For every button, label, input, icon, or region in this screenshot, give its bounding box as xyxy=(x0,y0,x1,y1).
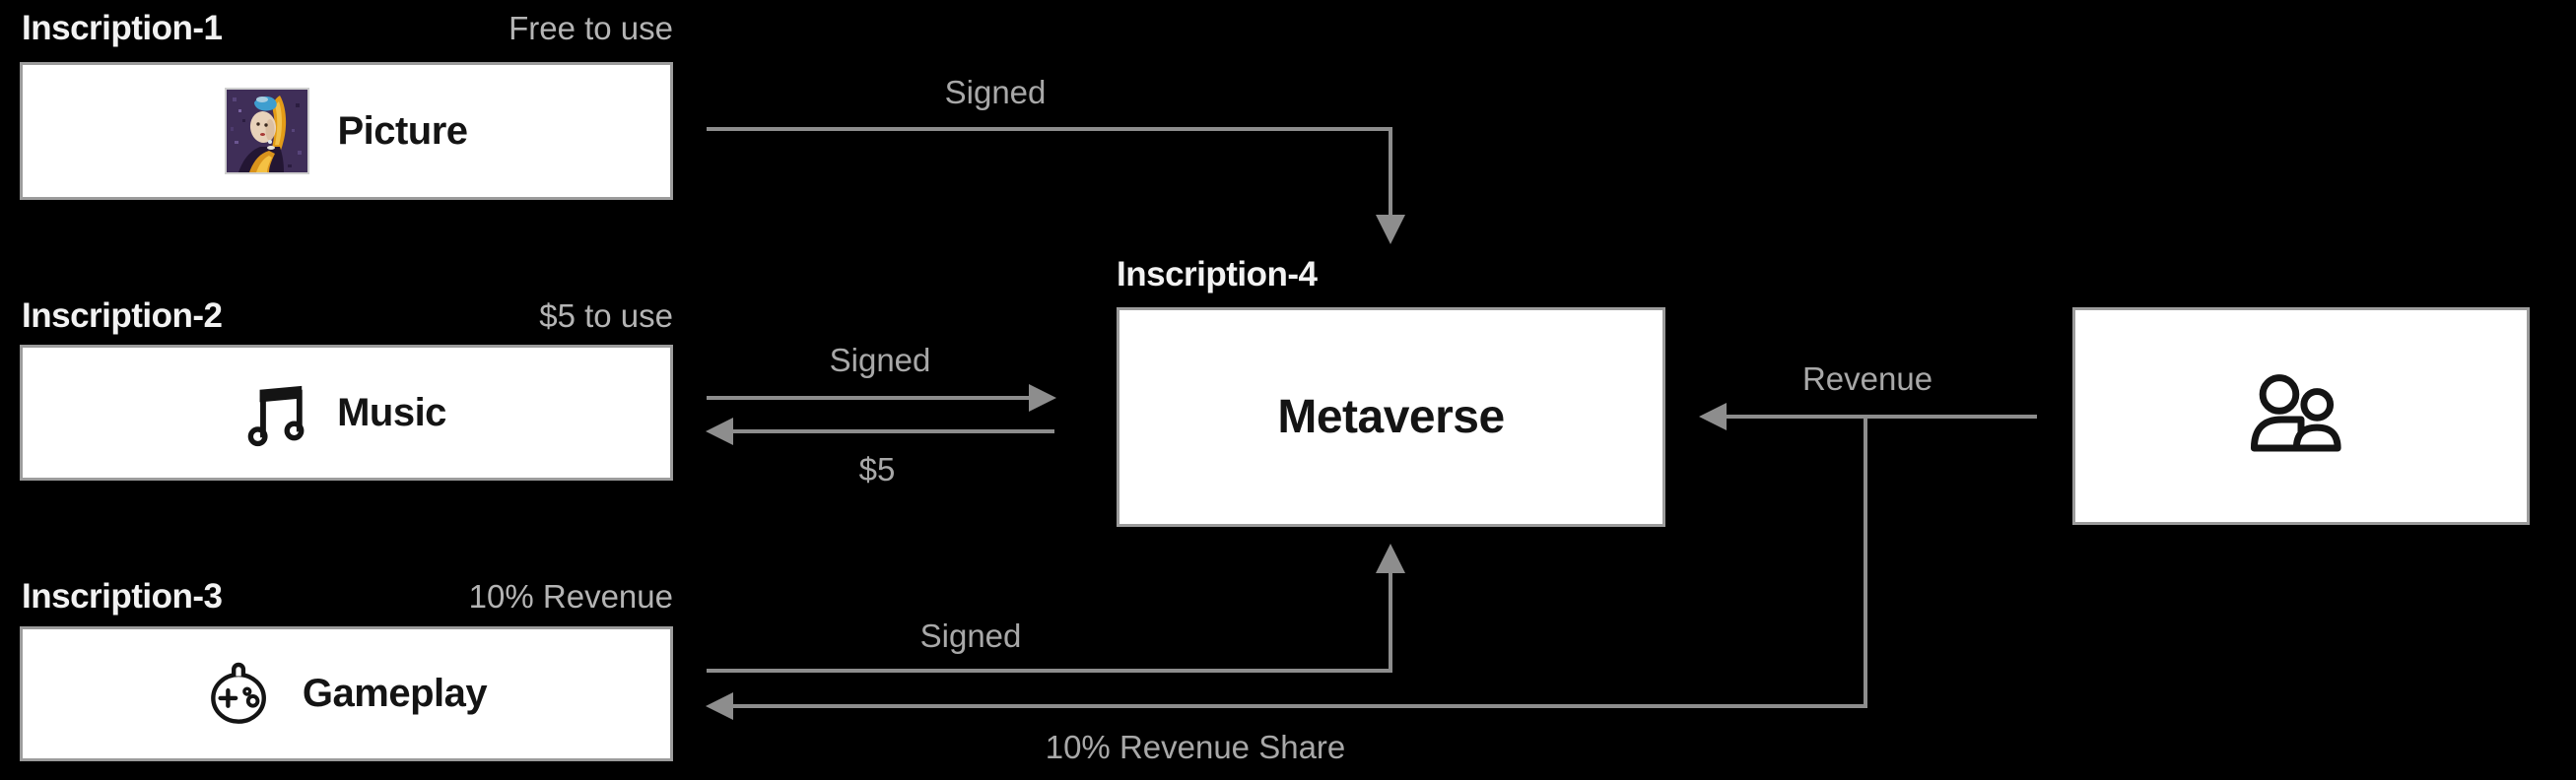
node-gameplay: Gameplay xyxy=(20,626,673,761)
music-label: Music xyxy=(337,390,446,434)
edge-users-to-metaverse xyxy=(1699,403,2037,430)
gameplay-label: Gameplay xyxy=(302,672,488,715)
picture-label: Picture xyxy=(337,108,468,153)
inscription-1-header: Inscription-1 Free to use xyxy=(22,8,673,49)
inscription-1-title: Inscription-1 xyxy=(22,9,223,47)
inscription-3-header: Inscription-3 10% Revenue xyxy=(22,576,673,618)
edge-label-revenue: Revenue xyxy=(1801,360,1933,397)
music-note-icon xyxy=(246,378,309,447)
edge-label-signed-bottom: Signed xyxy=(919,618,1022,654)
edge-label-revenue-share: 10% Revenue Share xyxy=(1045,729,1346,765)
pearl-earring-thumbnail xyxy=(225,88,310,174)
metaverse-label: Metaverse xyxy=(1277,391,1505,443)
edge-label-signed-mid: Signed xyxy=(829,342,931,378)
node-users xyxy=(2072,307,2530,525)
users-icon xyxy=(2244,370,2358,462)
node-metaverse: Metaverse xyxy=(1117,307,1665,527)
node-music: Music xyxy=(20,345,673,481)
inscription-2-title: Inscription-2 xyxy=(22,296,223,335)
inscription-2-badge: $5 to use xyxy=(539,297,673,334)
edge-metaverse-to-music xyxy=(706,418,1054,445)
edge-gameplay-to-metaverse xyxy=(707,544,1405,673)
inscription-3-title: Inscription-3 xyxy=(22,577,223,616)
edge-label-signed-top: Signed xyxy=(944,74,1047,110)
inscription-3-badge: 10% Revenue xyxy=(468,578,673,615)
edge-label-fee: $5 xyxy=(858,451,896,488)
node-picture: Picture xyxy=(20,62,673,200)
edge-music-to-metaverse xyxy=(707,384,1056,412)
inscription-4-title: Inscription-4 xyxy=(1117,255,1318,293)
inscription-2-header: Inscription-2 $5 to use xyxy=(22,295,673,337)
inscription-1-badge: Free to use xyxy=(508,10,673,46)
gamepad-icon xyxy=(206,662,275,727)
edge-picture-to-metaverse xyxy=(707,127,1405,244)
